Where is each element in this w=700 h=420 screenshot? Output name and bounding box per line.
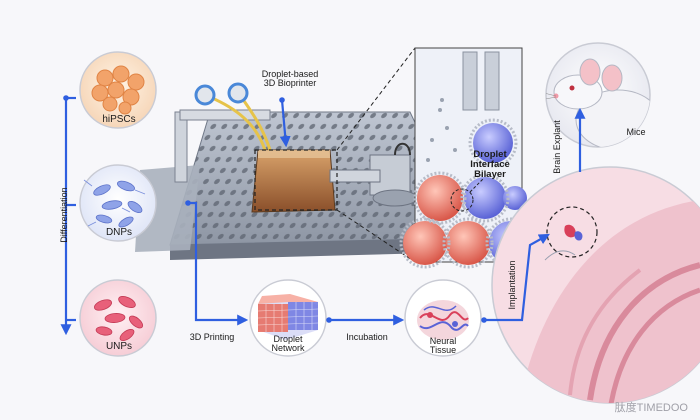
network-line-2: Network [271,343,305,354]
brain-slice-illustration [491,166,700,404]
label-bilayer: Droplet Interface Bilayer [458,150,522,180]
label-bioprinter: Droplet-based 3D Bioprinter [240,69,340,89]
unps-illustration [79,279,157,357]
label-implantation: Implantation [507,260,517,310]
tissue-line-2: Tissue [429,345,457,356]
bioprinter-line-1: Droplet-based [261,69,319,79]
label-incubation: Incubation [346,332,388,342]
label-differentiation: Differentiation [59,187,69,243]
watermark: 肽度TIMEDOO [614,402,688,414]
label-brain-explant: Brain Explant [552,120,562,174]
network-line-1: Droplet [273,334,303,344]
bioprinter-line-2: 3D Bioprinter [263,78,317,89]
label-unps: UNPs [105,341,133,352]
flow-arrows [60,96,586,336]
dnps-illustration [79,164,157,242]
label-droplet-network: Droplet Network [258,334,318,354]
label-mice: Mice [626,127,646,137]
printer-pointer-arrow [279,99,291,148]
bilayer-line-3: Bilayer [474,168,506,180]
printing-arrow [188,201,249,326]
bioprinter-illustration [135,47,471,263]
bilayer-inset [399,47,537,269]
droplet-network-illustration [249,279,327,357]
label-dnps: DNPs [105,227,133,238]
hipscs-illustration [79,51,157,129]
tissue-line-1: Neural [429,336,457,346]
label-hipscs: hiPSCs [102,114,136,125]
neural-tissue-illustration [404,279,482,357]
label-neural-tissue: Neural Tissue [413,336,473,356]
label-3d-printing: 3D Printing [189,332,235,342]
implantation-arrow [484,233,550,322]
bilayer-line-1: Droplet [473,149,507,160]
bilayer-line-2: Interface [470,158,510,170]
